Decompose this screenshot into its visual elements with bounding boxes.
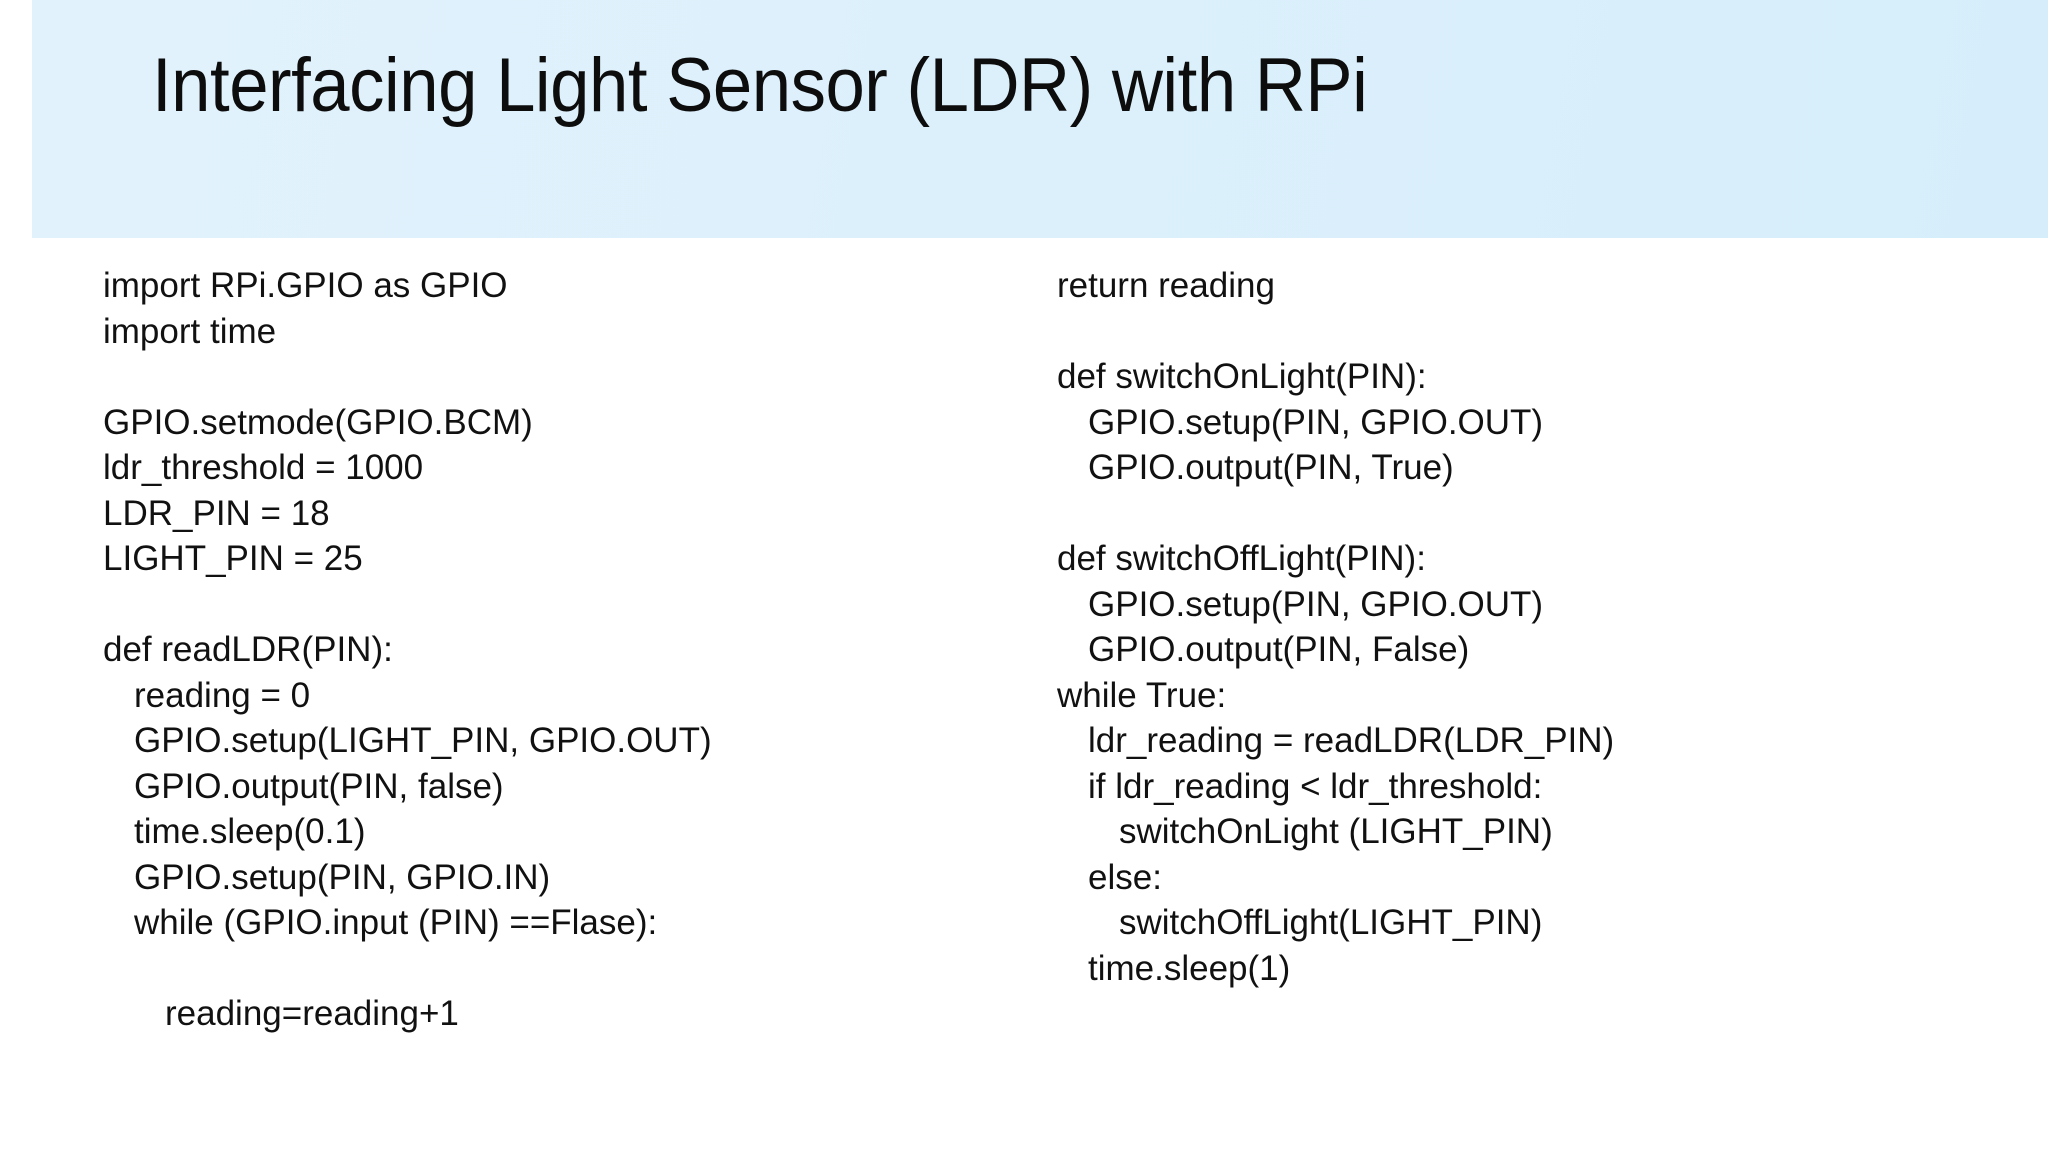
code-right-line: while True: — [1057, 675, 1227, 715]
code-left-line: LIGHT_PIN = 25 — [103, 539, 363, 578]
code-right-line: time.sleep(1) — [1088, 948, 1291, 988]
code-right-line: if ldr_reading < ldr_threshold: — [1088, 766, 1543, 806]
code-left-line: GPIO.setup(LIGHT_PIN, GPIO.OUT) — [134, 721, 712, 760]
code-left-line: reading=reading+1 — [165, 994, 459, 1033]
code-left-blank-line — [103, 354, 983, 400]
code-right-line: GPIO.setup(PIN, GPIO.OUT) — [1088, 584, 1544, 624]
code-left-line: GPIO.setmode(GPIO.BCM) — [103, 402, 533, 442]
title-banner: Interfacing Light Sensor (LDR) with RPi — [32, 0, 2048, 238]
code-left-line: reading = 0 — [134, 675, 311, 715]
page-title: Interfacing Light Sensor (LDR) with RPi — [152, 43, 1368, 128]
code-left-line: while (GPIO.input (PIN) ==Flase): — [134, 903, 658, 942]
code-right-line: ldr_reading = readLDR(LDR_PIN) — [1088, 721, 1615, 760]
code-left-blank-line — [103, 582, 983, 628]
code-left-line: time.sleep(0.1) — [134, 812, 366, 851]
code-right-line: GPIO.setup(PIN, GPIO.OUT) — [1088, 402, 1544, 442]
code-right-blank-line — [1057, 491, 1957, 537]
code-right-line: else: — [1088, 857, 1162, 897]
code-left-line: import time — [103, 311, 277, 351]
code-left-line: GPIO.output(PIN, false) — [134, 766, 504, 806]
code-right-line: GPIO.output(PIN, False) — [1088, 630, 1470, 669]
code-right-line: return reading — [1057, 266, 1275, 305]
code-left-line: ldr_threshold = 1000 — [103, 448, 424, 487]
code-block-left: import RPi.GPIO as GPIO import time GPIO.… — [103, 263, 983, 1037]
code-block-right: return reading def switchOnLight(PIN): GP… — [1057, 263, 1957, 991]
code-left-line: import RPi.GPIO as GPIO — [103, 266, 508, 305]
code-right-line: def switchOffLight(PIN): — [1057, 539, 1426, 578]
code-right-line: switchOffLight(LIGHT_PIN) — [1119, 903, 1543, 942]
code-right-line: switchOnLight (LIGHT_PIN) — [1119, 812, 1553, 851]
code-right-blank-line — [1057, 309, 1957, 355]
code-right-line: def switchOnLight(PIN): — [1057, 357, 1427, 396]
code-left-line: def readLDR(PIN): — [103, 630, 393, 669]
code-left-line: GPIO.setup(PIN, GPIO.IN) — [134, 857, 551, 897]
code-content-area: import RPi.GPIO as GPIO import time GPIO.… — [0, 238, 2048, 1152]
code-left-blank-line — [103, 946, 983, 992]
code-left-line: LDR_PIN = 18 — [103, 493, 330, 533]
code-right-line: GPIO.output(PIN, True) — [1088, 448, 1454, 487]
